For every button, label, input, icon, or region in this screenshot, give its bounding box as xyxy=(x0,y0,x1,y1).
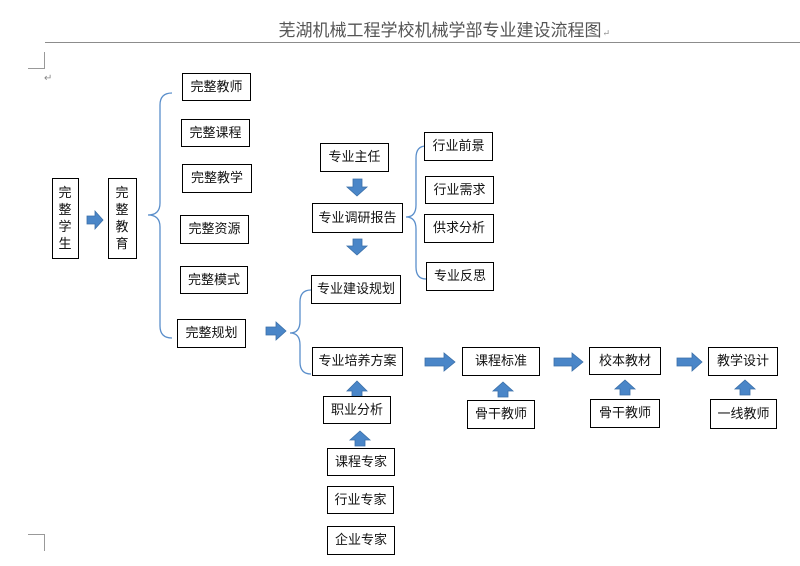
node-complete-student: 完整学生 xyxy=(52,178,79,259)
page-corner-bottom xyxy=(28,534,45,551)
node-backbone-teacher-2-label: 骨干教师 xyxy=(598,406,651,421)
diagram-title: 芜湖机械工程学校机械学部专业建设流程图↵ xyxy=(278,21,610,41)
node-complete-planning-label: 完整规划 xyxy=(185,326,238,341)
arrow-expert-career xyxy=(348,430,372,447)
paragraph-mark: ↵ xyxy=(44,73,53,84)
node-major-research-report-label: 专业调研报告 xyxy=(318,210,397,226)
arrow-student-education xyxy=(86,209,104,231)
title-rule xyxy=(45,42,800,43)
arrow-teacher1-standard xyxy=(491,381,515,398)
arrow-director-report xyxy=(345,178,369,197)
node-industry-prospect: 行业前景 xyxy=(424,132,493,161)
node-frontline-teacher-label: 一线教师 xyxy=(717,406,770,422)
node-backbone-teacher-1: 骨干教师 xyxy=(467,400,535,429)
node-complete-model-label: 完整模式 xyxy=(187,272,240,288)
page-corner-top xyxy=(28,52,45,69)
node-complete-education-label: 完整教育 xyxy=(115,185,129,252)
node-major-reflection: 专业反思 xyxy=(426,262,494,291)
node-backbone-teacher-2: 骨干教师 xyxy=(590,399,660,428)
node-school-textbook-label: 校本教材 xyxy=(598,353,651,369)
node-career-analysis-label: 职业分析 xyxy=(330,402,383,418)
node-supply-demand-analysis: 供求分析 xyxy=(424,214,494,243)
brace-planning xyxy=(289,289,312,375)
node-complete-teacher-label: 完整教师 xyxy=(190,79,243,95)
arrow-career-program xyxy=(346,380,368,398)
node-supply-demand-analysis-label: 供求分析 xyxy=(432,221,485,236)
node-industry-demand: 行业需求 xyxy=(425,176,494,204)
arrow-frontline-design xyxy=(733,379,757,396)
node-industry-expert-label: 行业专家 xyxy=(334,492,387,508)
arrow-planning-brace xyxy=(265,321,287,341)
node-industry-prospect-label: 行业前景 xyxy=(432,139,485,154)
node-major-reflection-label: 专业反思 xyxy=(433,269,486,284)
node-major-construction-plan: 专业建设规划 xyxy=(311,275,401,304)
brace-research xyxy=(405,145,427,280)
node-teaching-design: 教学设计 xyxy=(708,347,778,376)
node-complete-resources: 完整资源 xyxy=(180,215,249,244)
arrow-teacher2-textbook xyxy=(613,379,637,396)
node-complete-student-label: 完整学生 xyxy=(58,185,72,252)
node-industry-demand-label: 行业需求 xyxy=(433,182,486,198)
node-major-training-program: 专业培养方案 xyxy=(312,347,403,376)
node-course-expert: 课程专家 xyxy=(327,448,395,476)
node-complete-resources-label: 完整资源 xyxy=(188,222,241,237)
node-complete-course: 完整课程 xyxy=(181,119,250,147)
node-career-analysis: 职业分析 xyxy=(323,396,391,424)
node-major-director-label: 专业主任 xyxy=(328,150,381,165)
node-complete-teaching-label: 完整教学 xyxy=(190,171,243,186)
node-complete-model: 完整模式 xyxy=(180,266,248,294)
node-frontline-teacher: 一线教师 xyxy=(710,399,777,429)
arrow-program-standard xyxy=(424,352,456,372)
node-complete-planning: 完整规划 xyxy=(177,319,246,348)
node-major-director: 专业主任 xyxy=(320,143,389,172)
node-complete-education: 完整教育 xyxy=(108,178,137,259)
node-course-standard: 课程标准 xyxy=(462,347,540,376)
node-enterprise-expert-label: 企业专家 xyxy=(334,533,387,548)
node-major-research-report: 专业调研报告 xyxy=(312,203,403,233)
node-enterprise-expert: 企业专家 xyxy=(327,526,395,555)
arrow-standard-textbook xyxy=(553,352,584,372)
node-major-construction-plan-label: 专业建设规划 xyxy=(316,282,395,297)
node-complete-teacher: 完整教师 xyxy=(182,73,251,101)
arrow-report-plan xyxy=(345,238,369,256)
node-backbone-teacher-1-label: 骨干教师 xyxy=(474,407,527,422)
node-course-expert-label: 课程专家 xyxy=(334,454,387,470)
node-course-standard-label: 课程标准 xyxy=(474,354,527,369)
node-complete-course-label: 完整课程 xyxy=(189,125,242,141)
node-major-training-program-label: 专业培养方案 xyxy=(318,354,397,369)
node-industry-expert: 行业专家 xyxy=(327,486,394,514)
node-school-textbook: 校本教材 xyxy=(589,347,661,375)
arrow-textbook-design xyxy=(676,352,703,372)
node-teaching-design-label: 教学设计 xyxy=(716,354,769,369)
node-complete-teaching: 完整教学 xyxy=(182,164,252,193)
brace-education xyxy=(147,92,173,339)
